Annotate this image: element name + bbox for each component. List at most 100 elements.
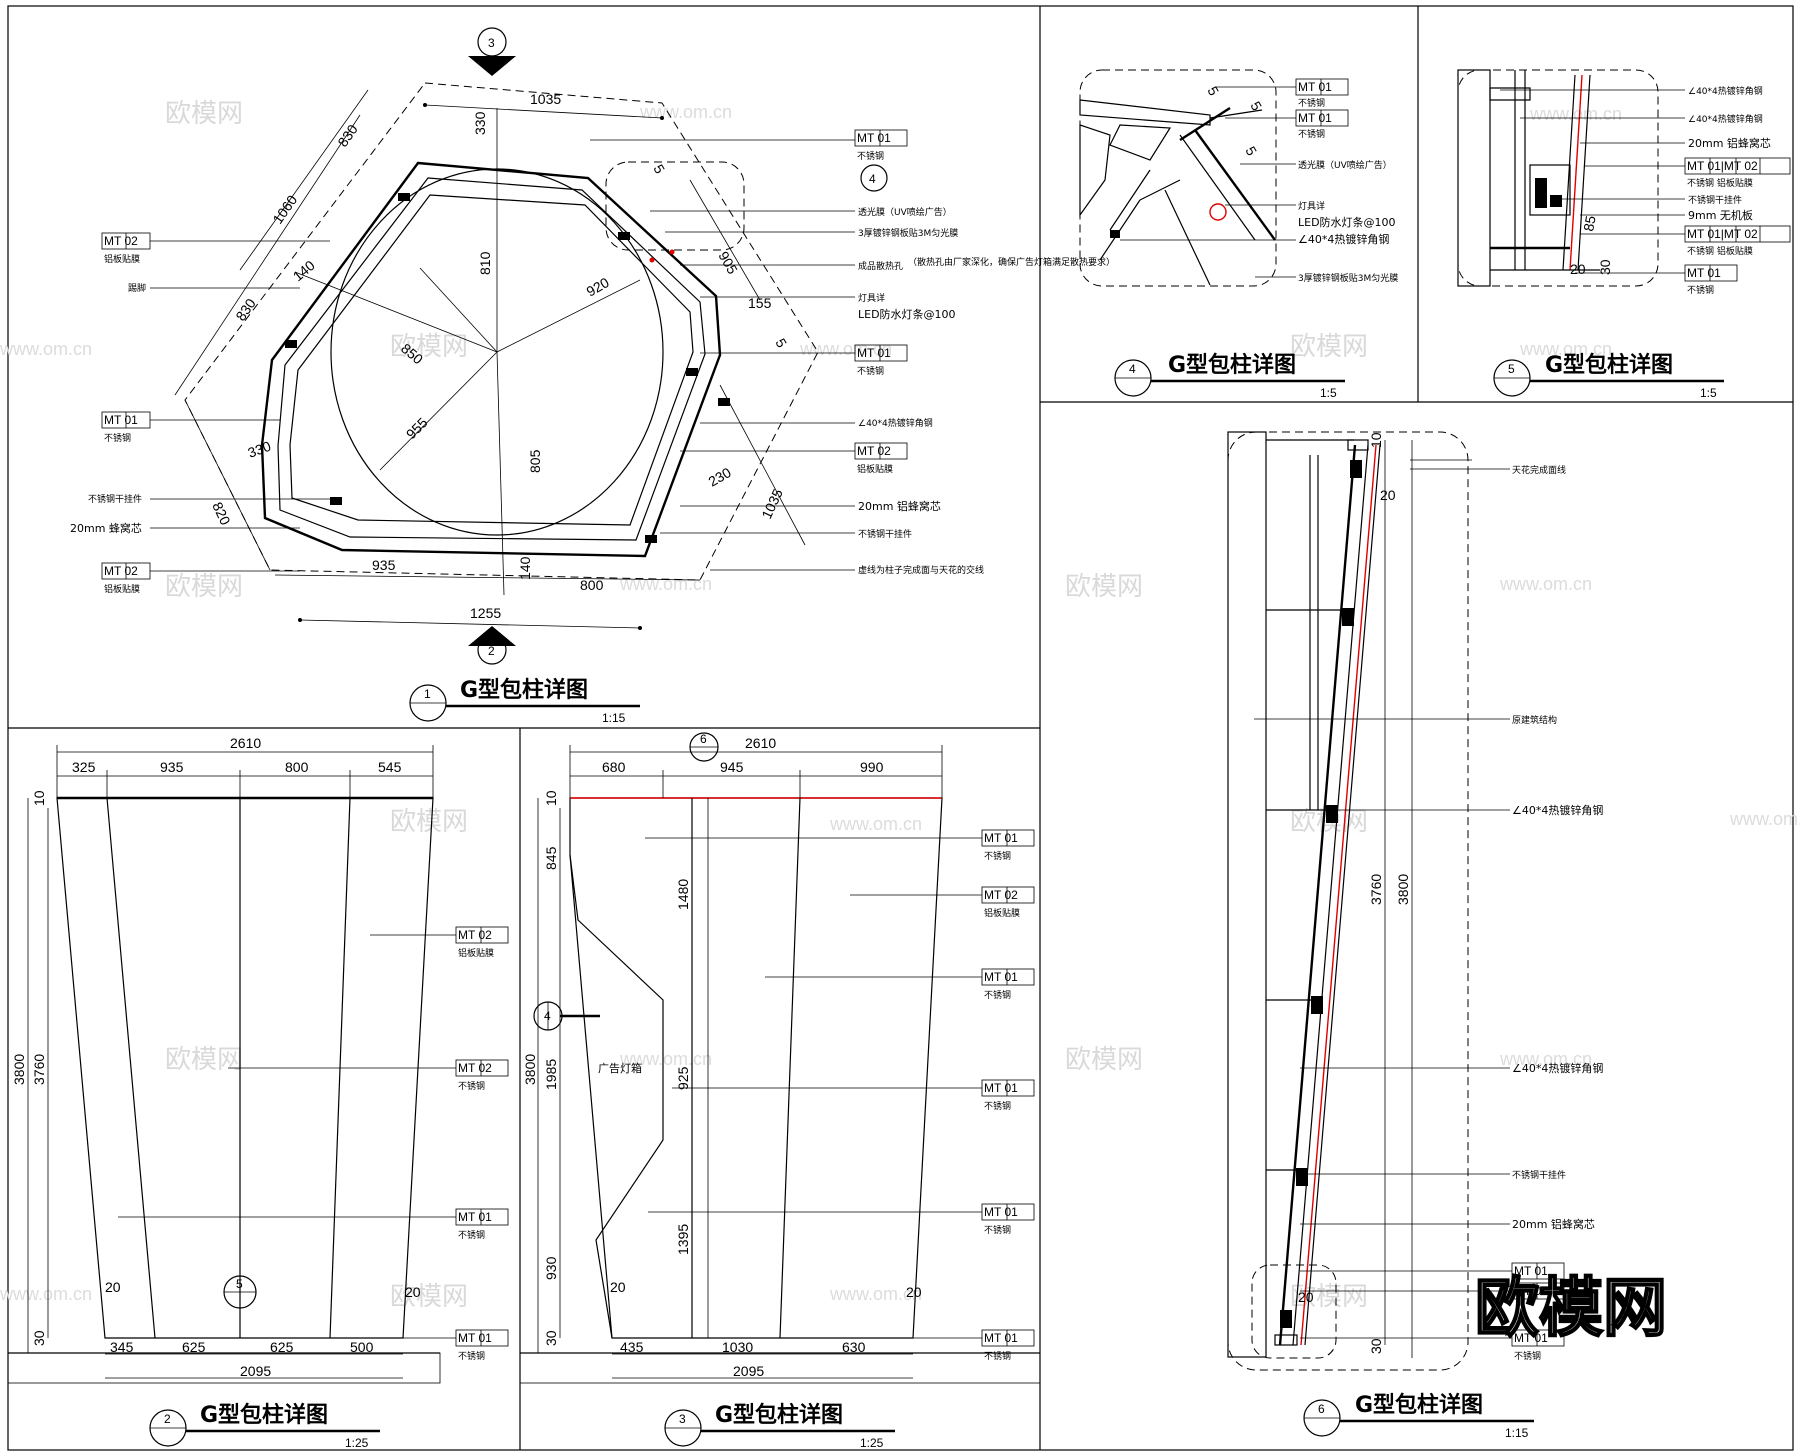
svg-text:不锈钢 铝板贴膜: 不锈钢 铝板贴膜 xyxy=(1687,245,1753,257)
svg-text:10: 10 xyxy=(543,790,559,806)
svg-text:G型包柱详图: G型包柱详图 xyxy=(1545,352,1673,378)
plan-labels-right: MT 01 不锈钢 透光膜（UV喷绘广告） 3厚镀锌钢板贴3M匀光膜 成品散热孔… xyxy=(590,129,1115,576)
svg-text:MT 01: MT 01 xyxy=(1514,1264,1548,1278)
svg-text:830: 830 xyxy=(232,295,259,323)
watermarks: 欧模网 www.om.cn 欧模网 www.om.cn www.om.cn 欧模… xyxy=(0,99,1800,1312)
svg-text:www.om.cn: www.om.cn xyxy=(1499,1049,1592,1069)
hex-outer xyxy=(260,161,722,558)
svg-text:欧模网: 欧模网 xyxy=(165,572,243,602)
hex-inner xyxy=(277,177,706,541)
svg-text:4: 4 xyxy=(1129,362,1136,376)
svg-text:2: 2 xyxy=(164,1412,171,1426)
svg-text:830: 830 xyxy=(334,121,361,149)
svg-text:20: 20 xyxy=(1570,261,1586,277)
svg-text:1:5: 1:5 xyxy=(1700,386,1717,400)
svg-text:不锈钢: 不锈钢 xyxy=(458,1080,485,1092)
svg-text:MT 02: MT 02 xyxy=(458,928,492,942)
svg-text:欧模网: 欧模网 xyxy=(390,332,468,362)
svg-text:透光膜（UV喷绘广告）: 透光膜（UV喷绘广告） xyxy=(1298,159,1392,171)
hex-fill xyxy=(289,194,694,526)
svg-text:6: 6 xyxy=(700,732,707,746)
svg-text:800: 800 xyxy=(285,759,309,775)
svg-text:30: 30 xyxy=(31,1330,47,1346)
svg-text:MT 01: MT 01 xyxy=(1514,1331,1548,1345)
detail-2-elevation: 2610 325 935 800 545 345 625 625 500 209… xyxy=(7,735,509,1450)
svg-text:MT 01: MT 01 xyxy=(984,1205,1018,1219)
svg-text:805: 805 xyxy=(527,449,543,473)
svg-text:945: 945 xyxy=(720,759,744,775)
svg-text:3800: 3800 xyxy=(522,1054,538,1085)
svg-text:欧模网: 欧模网 xyxy=(165,1045,243,1075)
svg-text:MT 01: MT 01 xyxy=(984,831,1018,845)
svg-text:20: 20 xyxy=(1380,487,1396,503)
svg-text:∠40*4热镀锌角钢: ∠40*4热镀锌角钢 xyxy=(858,417,933,429)
svg-text:6: 6 xyxy=(1318,1402,1325,1416)
svg-text:1255: 1255 xyxy=(470,605,501,621)
svg-text:MT 02: MT 02 xyxy=(104,234,138,248)
svg-text:灯具详: 灯具详 xyxy=(1298,200,1325,212)
svg-text:680: 680 xyxy=(602,759,626,775)
svg-text:2: 2 xyxy=(488,644,495,658)
svg-text:2610: 2610 xyxy=(230,735,261,751)
svg-text:虚线为柱子完成面与天花的交线: 虚线为柱子完成面与天花的交线 xyxy=(858,564,984,576)
svg-text:铝板贴膜: 铝板贴膜 xyxy=(104,583,140,595)
svg-text:透光膜（UV喷绘广告）: 透光膜（UV喷绘广告） xyxy=(858,206,952,218)
svg-text:20: 20 xyxy=(906,1284,922,1300)
svg-text:LED防水灯条@100: LED防水灯条@100 xyxy=(858,307,956,321)
svg-text:MT 02: MT 02 xyxy=(984,888,1018,902)
svg-text:9mm 无机板: 9mm 无机板 xyxy=(1688,208,1753,222)
svg-text:G型包柱详图: G型包柱详图 xyxy=(1168,352,1296,378)
svg-text:www.om.cn: www.om.cn xyxy=(619,574,712,594)
svg-text:3: 3 xyxy=(488,36,495,50)
svg-text:1985: 1985 xyxy=(543,1059,559,1090)
svg-text:920: 920 xyxy=(584,274,612,300)
svg-text:4: 4 xyxy=(544,1009,551,1023)
svg-text:MT 01: MT 01 xyxy=(1298,111,1332,125)
svg-text:5: 5 xyxy=(772,336,790,351)
svg-text:欧模网: 欧模网 xyxy=(390,807,468,837)
svg-text:不锈钢干挂件: 不锈钢干挂件 xyxy=(858,528,912,540)
svg-text:20: 20 xyxy=(405,1284,421,1300)
svg-text:MT 02: MT 02 xyxy=(458,1061,492,1075)
svg-text:www.om.cn: www.om.cn xyxy=(1529,104,1622,124)
svg-text:铝板贴膜: 铝板贴膜 xyxy=(857,463,893,475)
detail-6: 3760 3800 10 30 20 20 天花完成面线 原建筑结构 ∠40*4… xyxy=(1227,431,1603,1440)
svg-text:欧模网: 欧模网 xyxy=(1290,1282,1368,1312)
svg-text:5: 5 xyxy=(1508,362,1515,376)
svg-text:G型包柱详图: G型包柱详图 xyxy=(715,1402,843,1428)
title-detail-4: 4 G型包柱详图 1:5 xyxy=(1114,352,1345,400)
svg-text:铝板贴膜: 铝板贴膜 xyxy=(104,253,140,265)
svg-text:不锈钢: 不锈钢 xyxy=(984,989,1011,1001)
svg-text:955: 955 xyxy=(403,414,431,442)
svg-text:∠40*4热镀锌角钢: ∠40*4热镀锌角钢 xyxy=(1512,803,1603,817)
svg-text:20: 20 xyxy=(105,1279,121,1295)
svg-text:不锈钢干挂件: 不锈钢干挂件 xyxy=(88,493,142,505)
svg-text:∠40*4热镀锌角钢: ∠40*4热镀锌角钢 xyxy=(1512,1061,1603,1075)
svg-text:2095: 2095 xyxy=(240,1363,271,1379)
svg-text:30: 30 xyxy=(543,1330,559,1346)
svg-text:545: 545 xyxy=(378,759,402,775)
svg-text:∠40*4热镀锌角钢: ∠40*4热镀锌角钢 xyxy=(1298,232,1389,246)
svg-text:www.om.cn: www.om.cn xyxy=(0,1284,92,1304)
svg-text:www.om.cn: www.om.cn xyxy=(639,102,732,122)
svg-text:625: 625 xyxy=(182,1339,206,1355)
detail-4-callout xyxy=(860,164,888,192)
svg-text:灯具详: 灯具详 xyxy=(858,292,885,304)
svg-text:www.om.cn: www.om.cn xyxy=(0,339,92,359)
svg-text:935: 935 xyxy=(372,557,396,573)
svg-text:MT 01: MT 01 xyxy=(857,346,891,360)
svg-text:30: 30 xyxy=(1597,259,1613,275)
svg-text:∠40*4热镀锌角钢: ∠40*4热镀锌角钢 xyxy=(1688,85,1763,97)
svg-text:1:15: 1:15 xyxy=(602,711,626,725)
svg-text:140: 140 xyxy=(517,556,533,580)
svg-text:630: 630 xyxy=(842,1339,866,1355)
svg-text:930: 930 xyxy=(543,1256,559,1280)
svg-text:20: 20 xyxy=(610,1279,626,1295)
svg-text:3厚镀锌钢板贴3M匀光膜: 3厚镀锌钢板贴3M匀光膜 xyxy=(1298,272,1398,284)
svg-text:欧模网: 欧模网 xyxy=(390,1282,468,1312)
svg-text:330: 330 xyxy=(246,438,274,461)
svg-text:20mm 蜂窝芯: 20mm 蜂窝芯 xyxy=(70,521,142,535)
svg-text:5: 5 xyxy=(650,162,668,177)
section-marker-3: 3 xyxy=(468,27,516,76)
svg-text:不锈钢: 不锈钢 xyxy=(104,432,131,444)
